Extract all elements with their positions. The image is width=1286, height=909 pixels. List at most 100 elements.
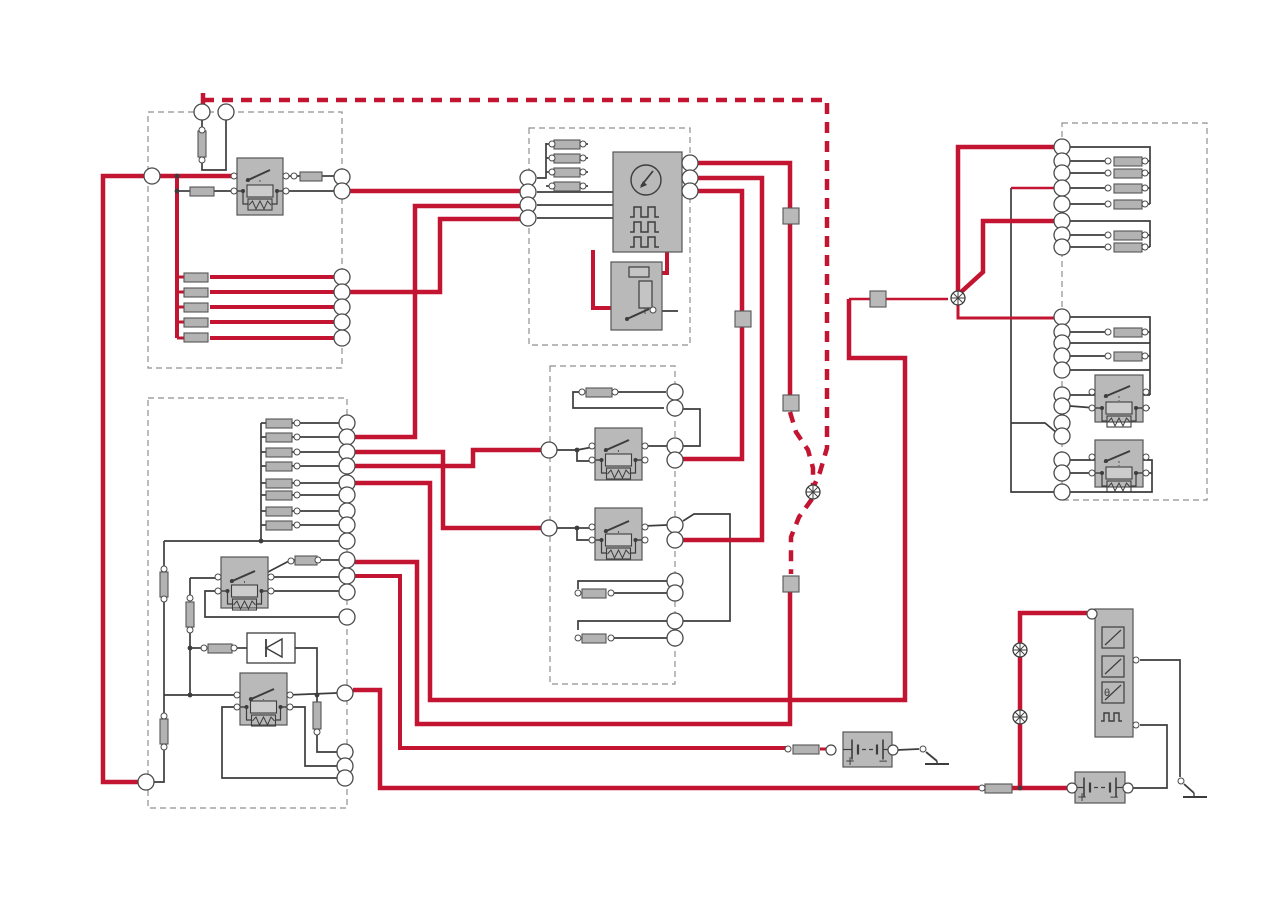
relay-bottom-left-1-pin-1 [267, 573, 275, 581]
terminal-small-20 [293, 507, 301, 515]
relay-top-left-coil [246, 184, 274, 198]
terminal-medium-4 [1086, 608, 1098, 620]
fuse-31 [1113, 156, 1143, 167]
fuse-2 [183, 287, 209, 298]
relay-bottom-left-1-pin-2 [214, 587, 222, 595]
terminal-small-49 [1104, 200, 1112, 208]
fuse-37 [1113, 327, 1143, 338]
terminal-small-5 [200, 644, 208, 652]
relay-center-a-coil [604, 453, 633, 467]
relay-bottom-left-1-switch-blade [229, 570, 256, 583]
terminal-large-39 [666, 629, 684, 647]
terminal-small-6 [230, 644, 238, 652]
converter-cell-diag-2 [1104, 684, 1122, 701]
junction-dot-0 [174, 173, 180, 179]
label-θ: θ [1104, 688, 1110, 699]
junction-dot-6 [1017, 785, 1023, 791]
fuse-22 [585, 387, 613, 398]
fuse-10 [265, 447, 293, 458]
terminal-small-55 [1104, 328, 1112, 336]
terminal-small-52 [1141, 231, 1149, 239]
relay-right-2-res-link-r [1131, 473, 1137, 487]
diode-icon [264, 637, 283, 659]
signal-wire-69 [682, 513, 731, 622]
relay-right-2-resistor-box [1106, 480, 1132, 493]
terminal-large-1 [193, 103, 211, 121]
terminal-small-1 [198, 156, 206, 164]
relay-center-b-pin-3 [641, 536, 649, 544]
label-−: − [1109, 790, 1119, 804]
terminal-small-56 [1141, 328, 1149, 336]
terminal-small-18 [293, 479, 301, 487]
gauge-needle-tip [640, 181, 647, 188]
fuse-17 [185, 601, 195, 628]
converter-cell-diag-0 [1104, 629, 1122, 646]
terminal-medium-1 [887, 744, 899, 756]
terminal-large-54 [1053, 238, 1071, 256]
terminal-large-8 [333, 313, 351, 331]
fuse-38 [1113, 351, 1143, 362]
relay-center-b-res-link-r [630, 540, 637, 554]
terminal-large-66 [1053, 483, 1071, 501]
relay-bottom-left-2-switch-blade [248, 688, 275, 701]
relay-center-a-resistor-box [605, 467, 632, 480]
terminal-large-2 [217, 103, 235, 121]
terminal-small-39 [1132, 721, 1140, 729]
terminal-large-30 [666, 383, 684, 401]
splice-spoke-1-3 [807, 486, 819, 498]
terminal-large-13 [338, 457, 356, 475]
label-+: + [1077, 790, 1087, 804]
junction-dot-7 [574, 447, 580, 453]
relay-right-2-pivot [1104, 459, 1108, 463]
terminal-large-22 [338, 608, 356, 626]
fuse-23 [581, 588, 607, 599]
aux-relay-resistor-pack-resistor-h [628, 266, 650, 278]
wire-left-main-bus [100, 173, 152, 785]
relay-center-b-resistor-zigzag [607, 548, 630, 560]
terminal-medium-3 [1122, 782, 1134, 794]
terminal-small-45 [1104, 169, 1112, 177]
terminal-small-57 [1104, 352, 1112, 360]
converter-cell-icon-1 [1101, 655, 1125, 678]
signal-wire-67 [576, 528, 593, 541]
signal-wire-45 [204, 590, 339, 618]
terminal-large-46 [681, 182, 699, 200]
relay-top-left-pin-1 [282, 172, 290, 180]
wire-splice-diag-right [958, 218, 1054, 295]
fuse-16 [159, 571, 169, 598]
terminal-small-32 [548, 168, 556, 176]
terminal-large-55 [1053, 308, 1071, 326]
signal-wire-63 [576, 450, 593, 462]
diode-module [246, 632, 296, 664]
signal-wire-70 [577, 580, 667, 589]
terminal-small-54 [1141, 243, 1149, 251]
wire-battery-main-feed [355, 574, 786, 750]
terminal-small-50 [1141, 200, 1149, 208]
fuse-3 [183, 302, 209, 313]
relay-center-b-pin-1 [641, 523, 649, 531]
terminal-small-41 [1177, 777, 1185, 785]
connector-square-4 [782, 575, 800, 593]
fuse-28 [553, 181, 581, 192]
terminal-large-43 [519, 209, 537, 227]
relay-bottom-left-1-coil [230, 584, 259, 598]
connector-square-3 [782, 394, 800, 412]
relay-center-a-pin-3 [641, 456, 649, 464]
signal-wire-72 [577, 620, 667, 630]
fuse-8 [265, 418, 293, 429]
terminal-small-29 [579, 140, 587, 148]
square-wave-icon-0 [630, 206, 659, 218]
relay-top-left-res-link-r [272, 191, 278, 205]
terminal-small-35 [579, 182, 587, 190]
terminal-large-50 [1053, 179, 1071, 197]
relay-center-a-pin-0 [588, 442, 596, 450]
wire-dashed-curve-lower [788, 497, 814, 574]
terminal-small-26 [574, 634, 582, 642]
terminal-large-37 [666, 584, 684, 602]
signal-wire-105 [1140, 659, 1181, 777]
terminal-large-65 [1053, 464, 1071, 482]
signal-wire-99 [1010, 188, 1054, 493]
wire-dashed-curve-upper [787, 411, 816, 486]
wire-ecu-in-to-bl-row [355, 203, 520, 440]
